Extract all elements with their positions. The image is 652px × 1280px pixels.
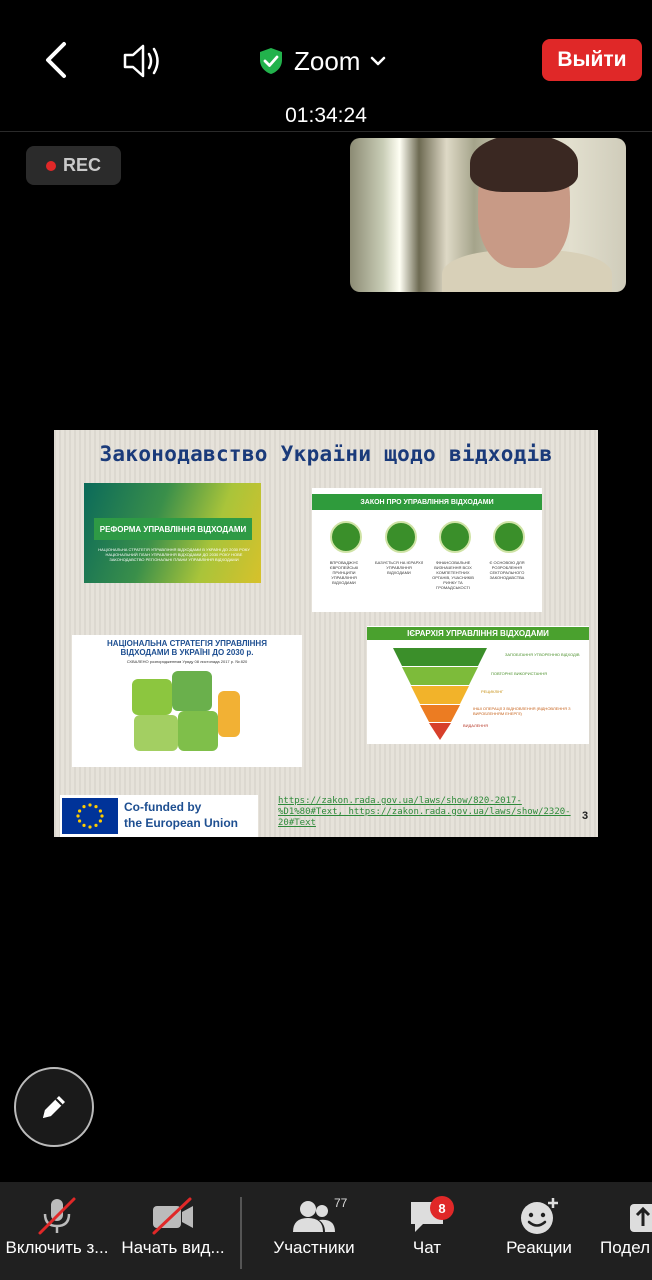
participants-label: Участники <box>273 1238 355 1257</box>
puzzle-piece <box>172 671 212 711</box>
speaker-button[interactable] <box>122 42 166 80</box>
link-line[interactable]: %D1%80#Text, https://zakon.rada.gov.ua/l… <box>278 807 571 817</box>
hierarchy-card-header: ІЄРАРХІЯ УПРАВЛІННЯ ВІДХОДАМИ <box>367 627 589 640</box>
recording-indicator[interactable]: REC <box>26 146 121 185</box>
leave-button[interactable]: Выйти <box>542 39 642 81</box>
meeting-title: Zoom <box>294 45 361 76</box>
chat-button[interactable]: 8 Чат <box>384 1182 470 1280</box>
reform-fine-print: НАЦІОНАЛЬНА СТРАТЕГІЯ УПРАВЛІННЯ ВІДХОДА… <box>98 547 250 562</box>
chat-label: Чат <box>412 1238 442 1257</box>
video-button[interactable]: Начать вид... <box>114 1182 232 1280</box>
link-line[interactable]: 20#Text <box>278 818 316 828</box>
speaker-icon <box>123 44 159 78</box>
reactions-label: Реакции <box>506 1238 572 1257</box>
meeting-timer: 01:34:24 <box>285 104 367 127</box>
video-off-icon <box>152 1197 193 1235</box>
eu-text-line2: the European Union <box>124 816 238 830</box>
strategy-card: НАЦІОНАЛЬНА СТРАТЕГІЯ УПРАВЛІННЯ ВІДХОДА… <box>72 635 302 767</box>
mic-muted-icon <box>38 1197 76 1235</box>
mic-label: Включить з... <box>5 1238 109 1257</box>
law-caption: Є ОСНОВОЮ ДЛЯ РОЗРОБЛЕННЯ СЕКТОРАЛЬНОГО … <box>489 560 525 580</box>
mic-button[interactable]: Включить з... <box>0 1182 114 1280</box>
law-caption: ФІНАНСОВАЛЬНЕ ВИЗНАЧЕННЯ ВСІХ КОМПЕТЕНТН… <box>432 560 474 590</box>
puzzle-piece <box>178 711 218 751</box>
chat-unread-badge: 8 <box>430 1196 454 1220</box>
chevron-down-icon <box>371 56 386 66</box>
eu-cofunded-logo: Co-funded by the European Union <box>60 795 258 837</box>
hierarchy-icon <box>385 521 417 553</box>
puzzle-piece <box>134 715 178 751</box>
rec-label: REC <box>62 155 101 175</box>
participant-hair <box>470 138 578 192</box>
link-line[interactable]: https://zakon.rada.gov.ua/laws/show/820-… <box>278 796 522 806</box>
hierarchy-level: ІНШІ ОПЕРАЦІЇ З ВІДНОВЛЕННЯ (ВІДНОВЛЕННЯ… <box>473 706 571 716</box>
puzzle-piece <box>218 691 240 737</box>
eu-stars-icon <box>76 803 104 829</box>
puzzle-piece <box>132 679 172 715</box>
participant-video-thumbnail[interactable] <box>350 138 626 292</box>
slide-links[interactable]: https://zakon.rada.gov.ua/laws/show/820-… <box>278 796 578 829</box>
meeting-toolbar: Включить з... Начать вид... 77 Участники… <box>0 1182 652 1280</box>
hierarchy-level: ПОВТОРНЕ ВИКОРИСТАННЯ <box>491 671 547 676</box>
law-card-header: ЗАКОН ПРО УПРАВЛІННЯ ВІДХОДАМИ <box>312 494 542 510</box>
reform-card: РЕФОРМА УПРАВЛІННЯ ВІДХОДАМИ НАЦІОНАЛЬНА… <box>84 483 261 583</box>
eu-principles-icon <box>330 521 362 553</box>
reform-banner: РЕФОРМА УПРАВЛІННЯ ВІДХОДАМИ <box>94 518 252 540</box>
share-label: Подел <box>600 1238 651 1257</box>
law-caption: БАЗУЄТЬСЯ НА ІЄРАРХІЇ УПРАВЛІННЯ ВІДХОДА… <box>375 560 423 575</box>
chevron-left-icon <box>46 42 66 78</box>
slide-title: Законодавство України щодо відходів <box>99 442 553 466</box>
gears-icon <box>439 521 471 553</box>
participants-count: 77 <box>334 1196 348 1210</box>
hierarchy-pyramid <box>393 648 487 740</box>
video-label: Начать вид... <box>121 1238 225 1257</box>
shared-slide[interactable]: Законодавство України щодо відходів РЕФО… <box>54 430 598 837</box>
meeting-title-menu[interactable]: Zoom <box>258 42 386 80</box>
law-caption: ВПРОВАДЖУЄ ЄВРОПЕЙСЬКІ ПРИНЦИПИ УПРАВЛІН… <box>329 560 359 585</box>
pencil-icon <box>43 1096 65 1118</box>
header-divider <box>0 131 652 132</box>
annotate-button[interactable] <box>14 1067 94 1147</box>
participants-icon <box>293 1201 335 1232</box>
strategy-card-header: НАЦІОНАЛЬНА СТРАТЕГІЯ УПРАВЛІННЯ ВІДХОДА… <box>107 639 267 657</box>
eu-flag-icon <box>62 798 118 834</box>
slide-page-number: 3 <box>582 810 589 822</box>
document-icon <box>493 521 525 553</box>
back-button[interactable] <box>38 40 78 80</box>
eu-text-line1: Co-funded by <box>124 800 202 814</box>
eu-cofunded-text: Co-funded by the European Union <box>124 799 254 831</box>
share-icon <box>630 1204 652 1232</box>
strategy-card-sub: СХВАЛЕНО розпорядженням Уряду 08 листопа… <box>126 659 248 664</box>
hierarchy-card: ІЄРАРХІЯ УПРАВЛІННЯ ВІДХОДАМИ ЗАПОБІГАНН… <box>367 626 589 744</box>
smiley-plus-icon <box>521 1198 558 1234</box>
toolbar-separator <box>240 1197 242 1269</box>
law-card: ЗАКОН ПРО УПРАВЛІННЯ ВІДХОДАМИ ВПРОВАДЖУ… <box>312 488 542 612</box>
shield-check-icon <box>260 48 282 74</box>
participants-button[interactable]: 77 Участники <box>262 1182 366 1280</box>
share-button[interactable]: Подел <box>600 1182 652 1280</box>
hierarchy-level: ЗАПОБІГАННЯ УТВОРЕННЮ ВІДХОДІВ <box>505 652 580 657</box>
hierarchy-level: РЕЦИКЛІНГ <box>481 689 504 694</box>
record-dot-icon <box>45 160 56 171</box>
hierarchy-level: ВИДАЛЕННЯ <box>463 723 488 728</box>
reactions-button[interactable]: Реакции <box>494 1182 584 1280</box>
